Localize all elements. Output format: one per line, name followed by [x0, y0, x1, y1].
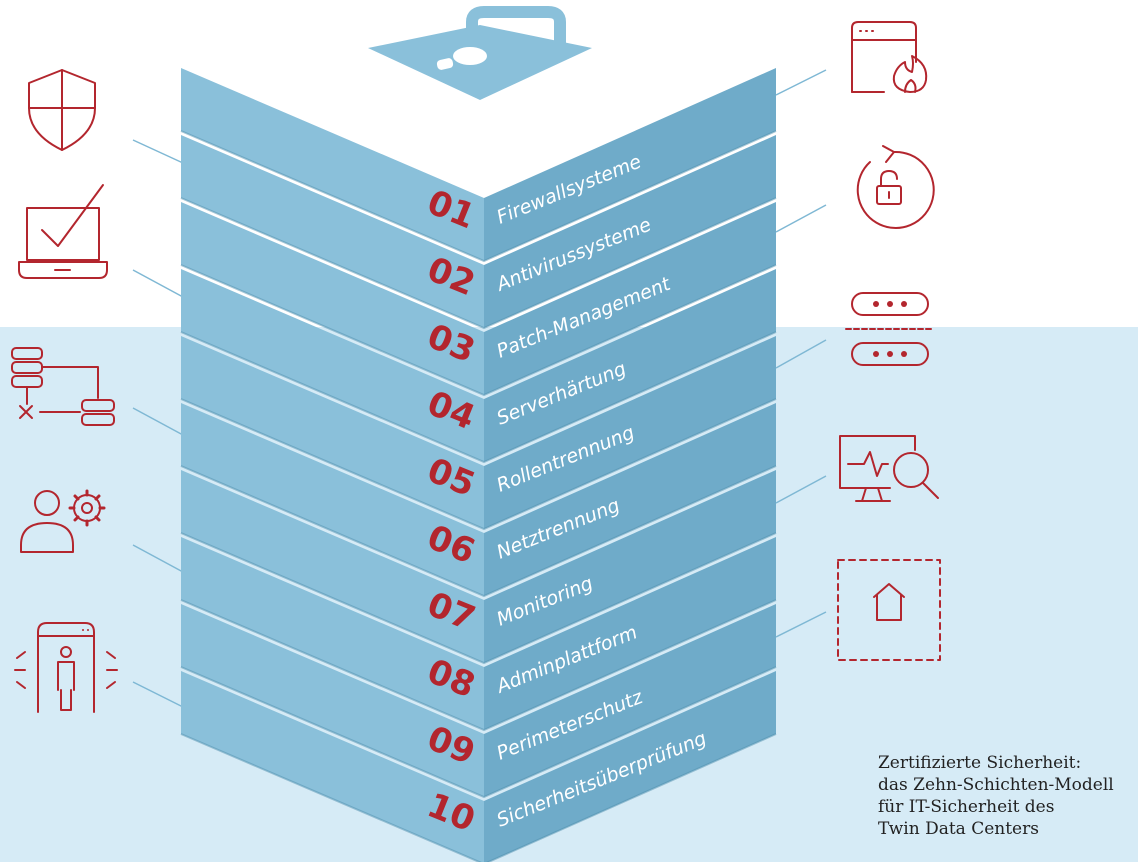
server-network-icon	[11, 347, 115, 426]
layer-right-face	[484, 671, 776, 862]
layer-edge	[180, 197, 777, 330]
padlock-icon	[368, 5, 592, 100]
layer-left-face	[181, 470, 484, 663]
connector-line	[775, 69, 827, 96]
connector-line	[775, 204, 827, 233]
browser-fire-icon	[851, 21, 928, 93]
layer-edge	[180, 398, 777, 531]
caption-line: Twin Data Centers	[878, 819, 1039, 839]
layer-right-face	[484, 336, 776, 529]
dots	[873, 301, 907, 357]
layer-edge	[180, 532, 777, 665]
body-scanner-icon	[14, 622, 118, 713]
connector-line	[132, 407, 184, 436]
connector-line	[132, 681, 184, 708]
monitor-search-icon	[839, 435, 939, 502]
refresh-unlock-icon	[856, 145, 935, 229]
shield-icon	[28, 69, 96, 151]
layer-left-face	[181, 68, 484, 261]
connector-line	[132, 139, 184, 164]
layer-right-face	[484, 269, 776, 462]
layer-edge	[180, 666, 777, 799]
split-server-icon	[845, 292, 935, 366]
connector-line	[132, 544, 184, 573]
layer-edge	[180, 733, 777, 862]
layer-left-face	[181, 135, 484, 328]
layer-right-face	[484, 68, 776, 261]
layer-right-face	[484, 403, 776, 596]
layer-edge	[180, 264, 777, 397]
caption: Zertifizierte Sicherheit: das Zehn-Schic…	[878, 752, 1114, 840]
layer-right-face	[484, 470, 776, 663]
connector-lines	[132, 69, 827, 708]
layer-right-face	[484, 537, 776, 730]
layer-left-face	[181, 336, 484, 529]
layer-edge	[180, 331, 777, 464]
caption-line: das Zehn-Schichten-Modell	[878, 775, 1114, 795]
layer-edge	[180, 130, 777, 263]
layer-left-face	[181, 604, 484, 797]
layer-right-face	[484, 202, 776, 395]
layer-right-face	[484, 604, 776, 797]
caption-line: Zertifizierte Sicherheit:	[878, 753, 1082, 773]
home-perimeter-icon	[837, 559, 941, 661]
layer-right-face	[484, 135, 776, 328]
laptop-check-icon	[18, 184, 108, 279]
layer-left-face	[181, 202, 484, 395]
layer-left-face	[181, 537, 484, 730]
layer-left-face	[181, 403, 484, 596]
layer-edge	[180, 465, 777, 598]
layer-edge	[180, 599, 777, 732]
connector-line	[775, 475, 827, 504]
connector-line	[775, 339, 827, 369]
layer-left-face	[181, 671, 484, 862]
user-gear-icon	[20, 489, 106, 553]
connector-line	[775, 611, 827, 638]
connector-line	[132, 269, 184, 298]
layer-left-face	[181, 269, 484, 462]
caption-line: für IT-Sicherheit des	[878, 797, 1055, 817]
